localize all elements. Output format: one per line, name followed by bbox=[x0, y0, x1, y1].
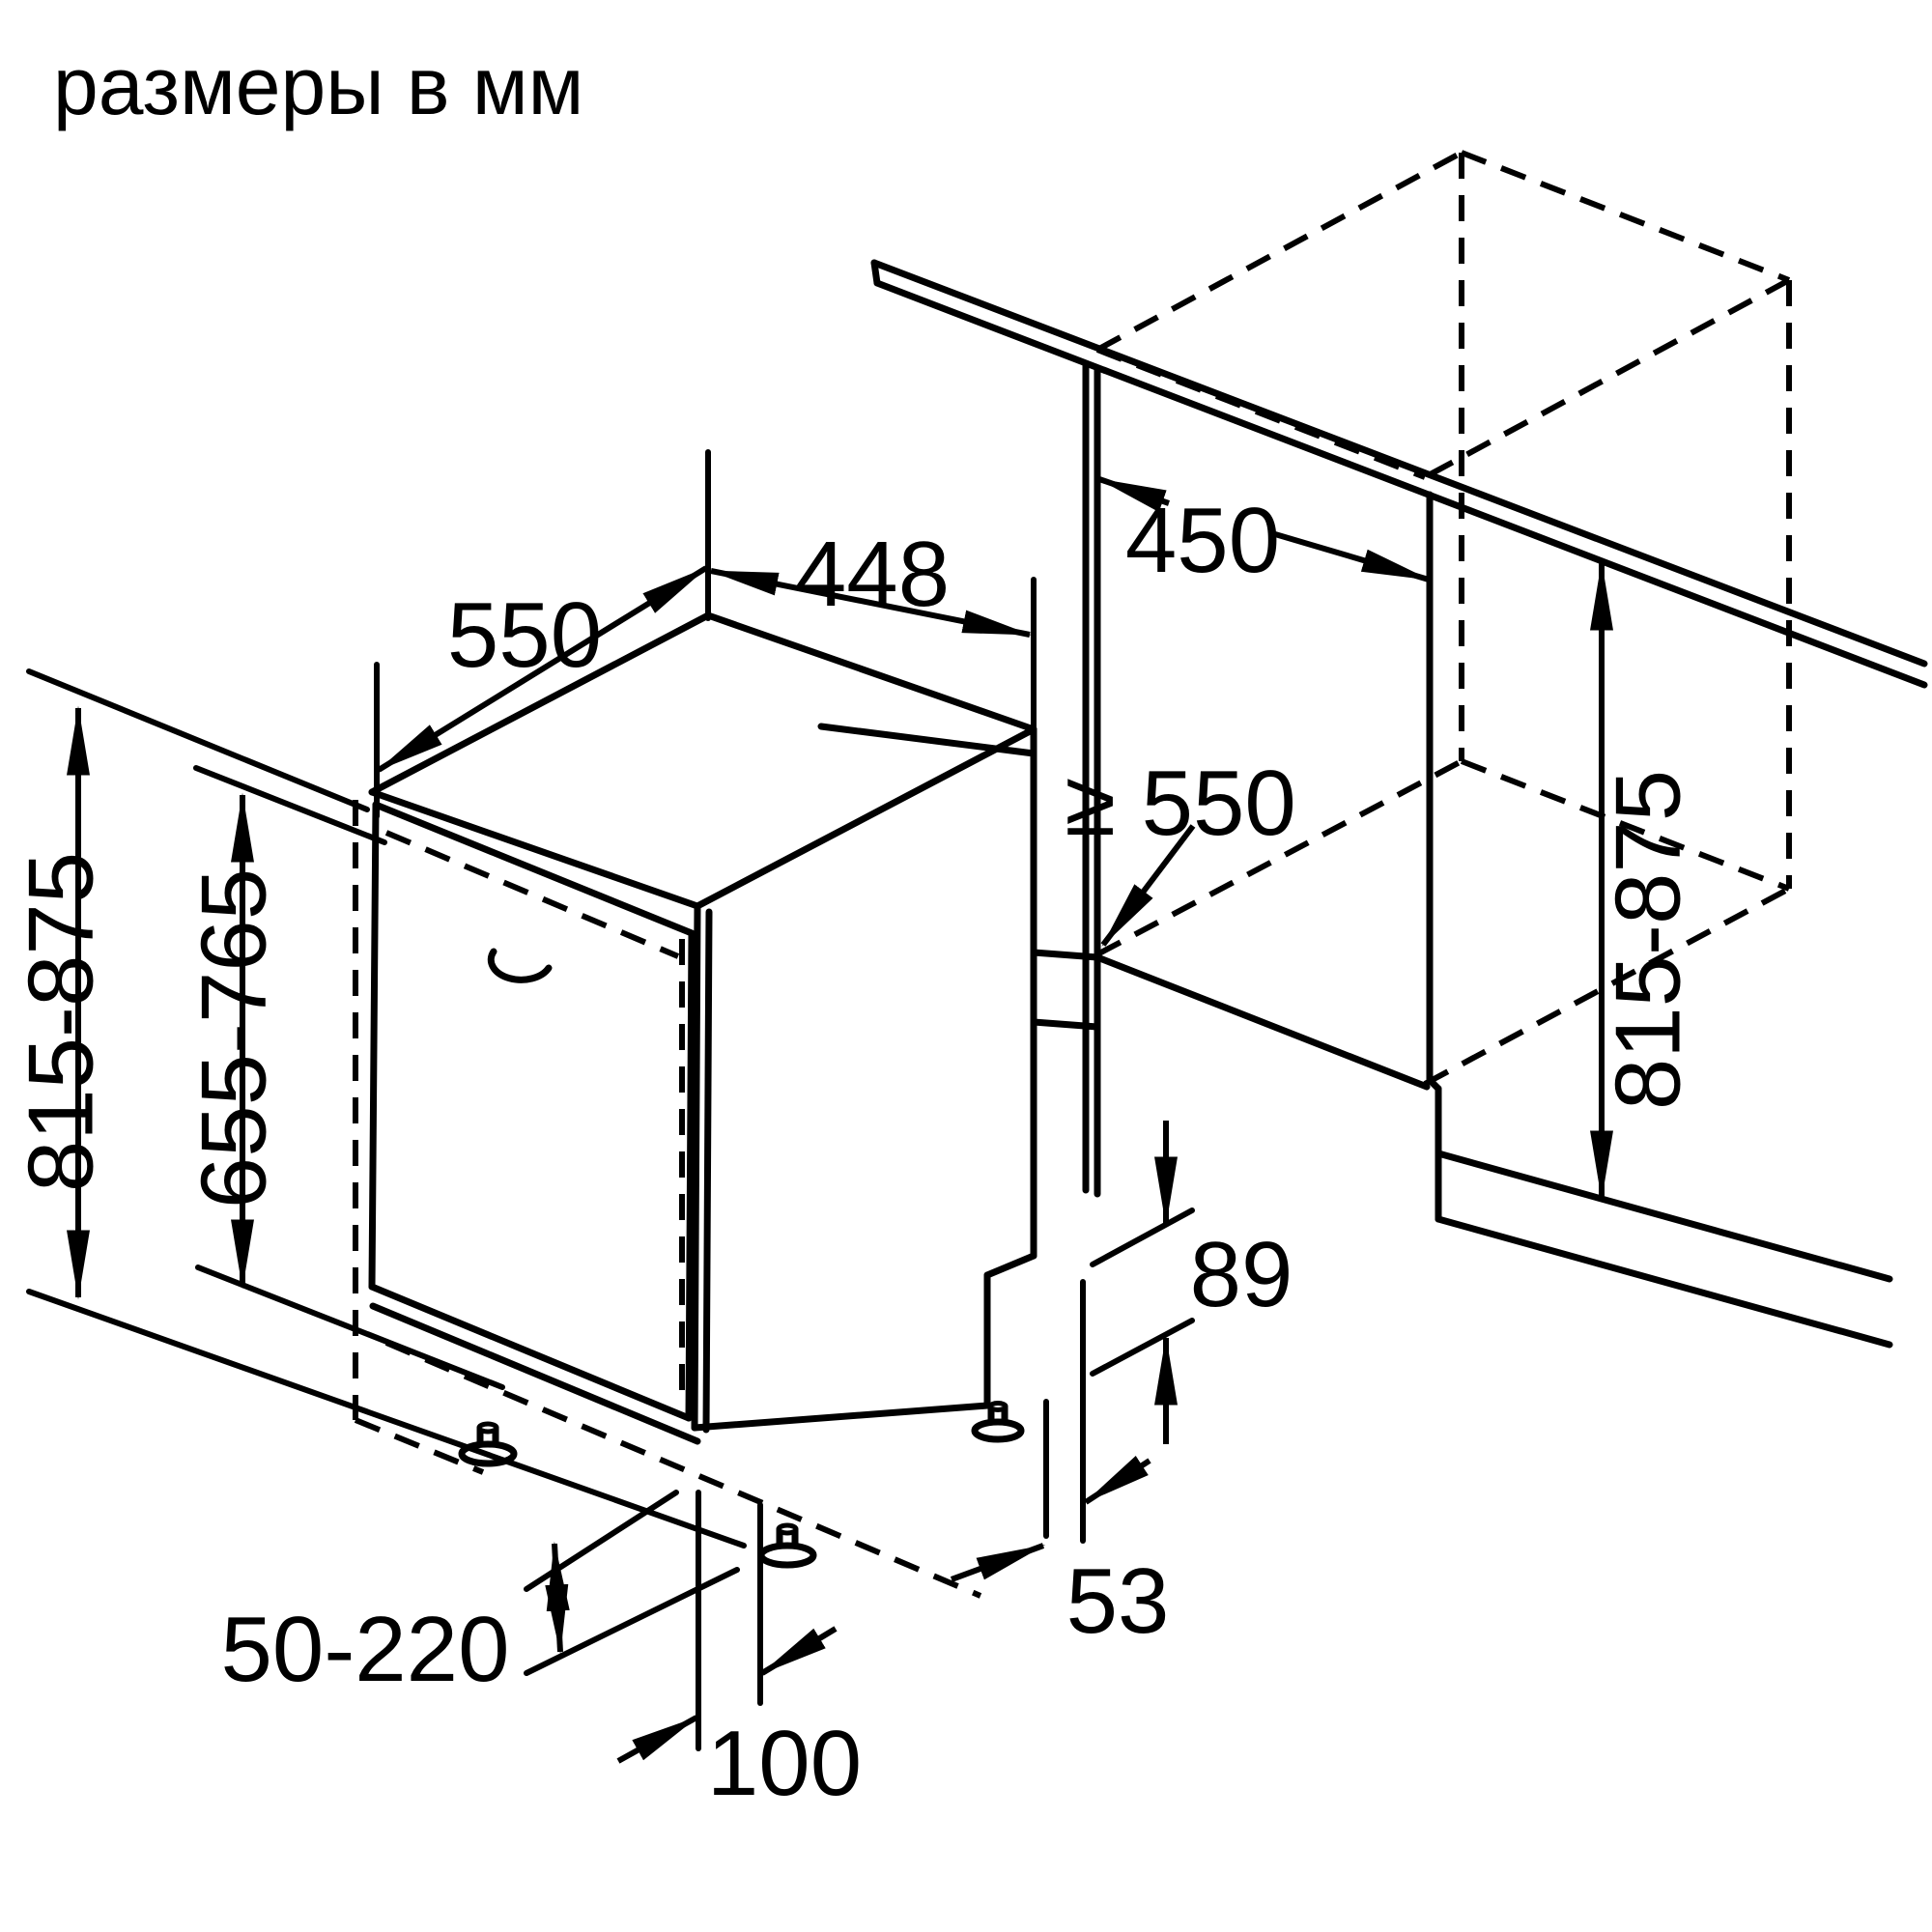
dim-450-line-right bbox=[1274, 531, 1432, 582]
countertop-bottom-edge bbox=[873, 279, 1928, 689]
dim-niche-width-label: 450 bbox=[1125, 489, 1280, 592]
dim-450-line-left bbox=[1096, 476, 1170, 513]
dim-niche-depth-label: ≥ 550 bbox=[1065, 752, 1296, 855]
dim-recess-depth-label: 53 bbox=[1066, 1549, 1170, 1653]
dim-appliance-height-label: 815-875 bbox=[10, 852, 113, 1192]
dim-plinth-range-label: 50-220 bbox=[221, 1598, 510, 1701]
tall-niche-hidden-outline bbox=[1095, 150, 1792, 1087]
dim-50-220-arrow bbox=[545, 1541, 570, 1655]
dim-100-line-right bbox=[759, 1626, 838, 1676]
plinth-bottom-edge bbox=[1435, 1215, 1893, 1349]
dim-53-line-right bbox=[1083, 1455, 1151, 1505]
dim-niche-height-label: 815-875 bbox=[1597, 770, 1700, 1110]
plinth-top-edge bbox=[1435, 1150, 1893, 1283]
dim-100-line-left bbox=[616, 1715, 699, 1764]
page-title: размеры в мм bbox=[53, 41, 583, 131]
door-handle-icon bbox=[487, 948, 553, 983]
dim-width-label: 448 bbox=[795, 523, 950, 626]
dim-recess-height-label: 89 bbox=[1190, 1223, 1293, 1326]
dim-geq550-line bbox=[1100, 824, 1196, 947]
dimension-lines bbox=[67, 476, 1613, 1764]
dim-plinth-offset-label: 100 bbox=[707, 1712, 862, 1815]
dim-door-panel-height-label: 655-765 bbox=[183, 868, 286, 1208]
dim-550-line bbox=[376, 565, 709, 773]
dim-53-line-left bbox=[950, 1543, 1046, 1582]
extension-lines bbox=[26, 449, 1195, 1751]
dim-top-depth-label: 550 bbox=[447, 583, 602, 687]
countertop-top-edge bbox=[870, 259, 1928, 668]
dim-448-line bbox=[708, 568, 1033, 638]
niche-figure bbox=[817, 259, 1928, 1349]
dishwasher-hidden-edges bbox=[353, 800, 982, 1599]
niche-floor-edge bbox=[1094, 953, 1431, 1091]
